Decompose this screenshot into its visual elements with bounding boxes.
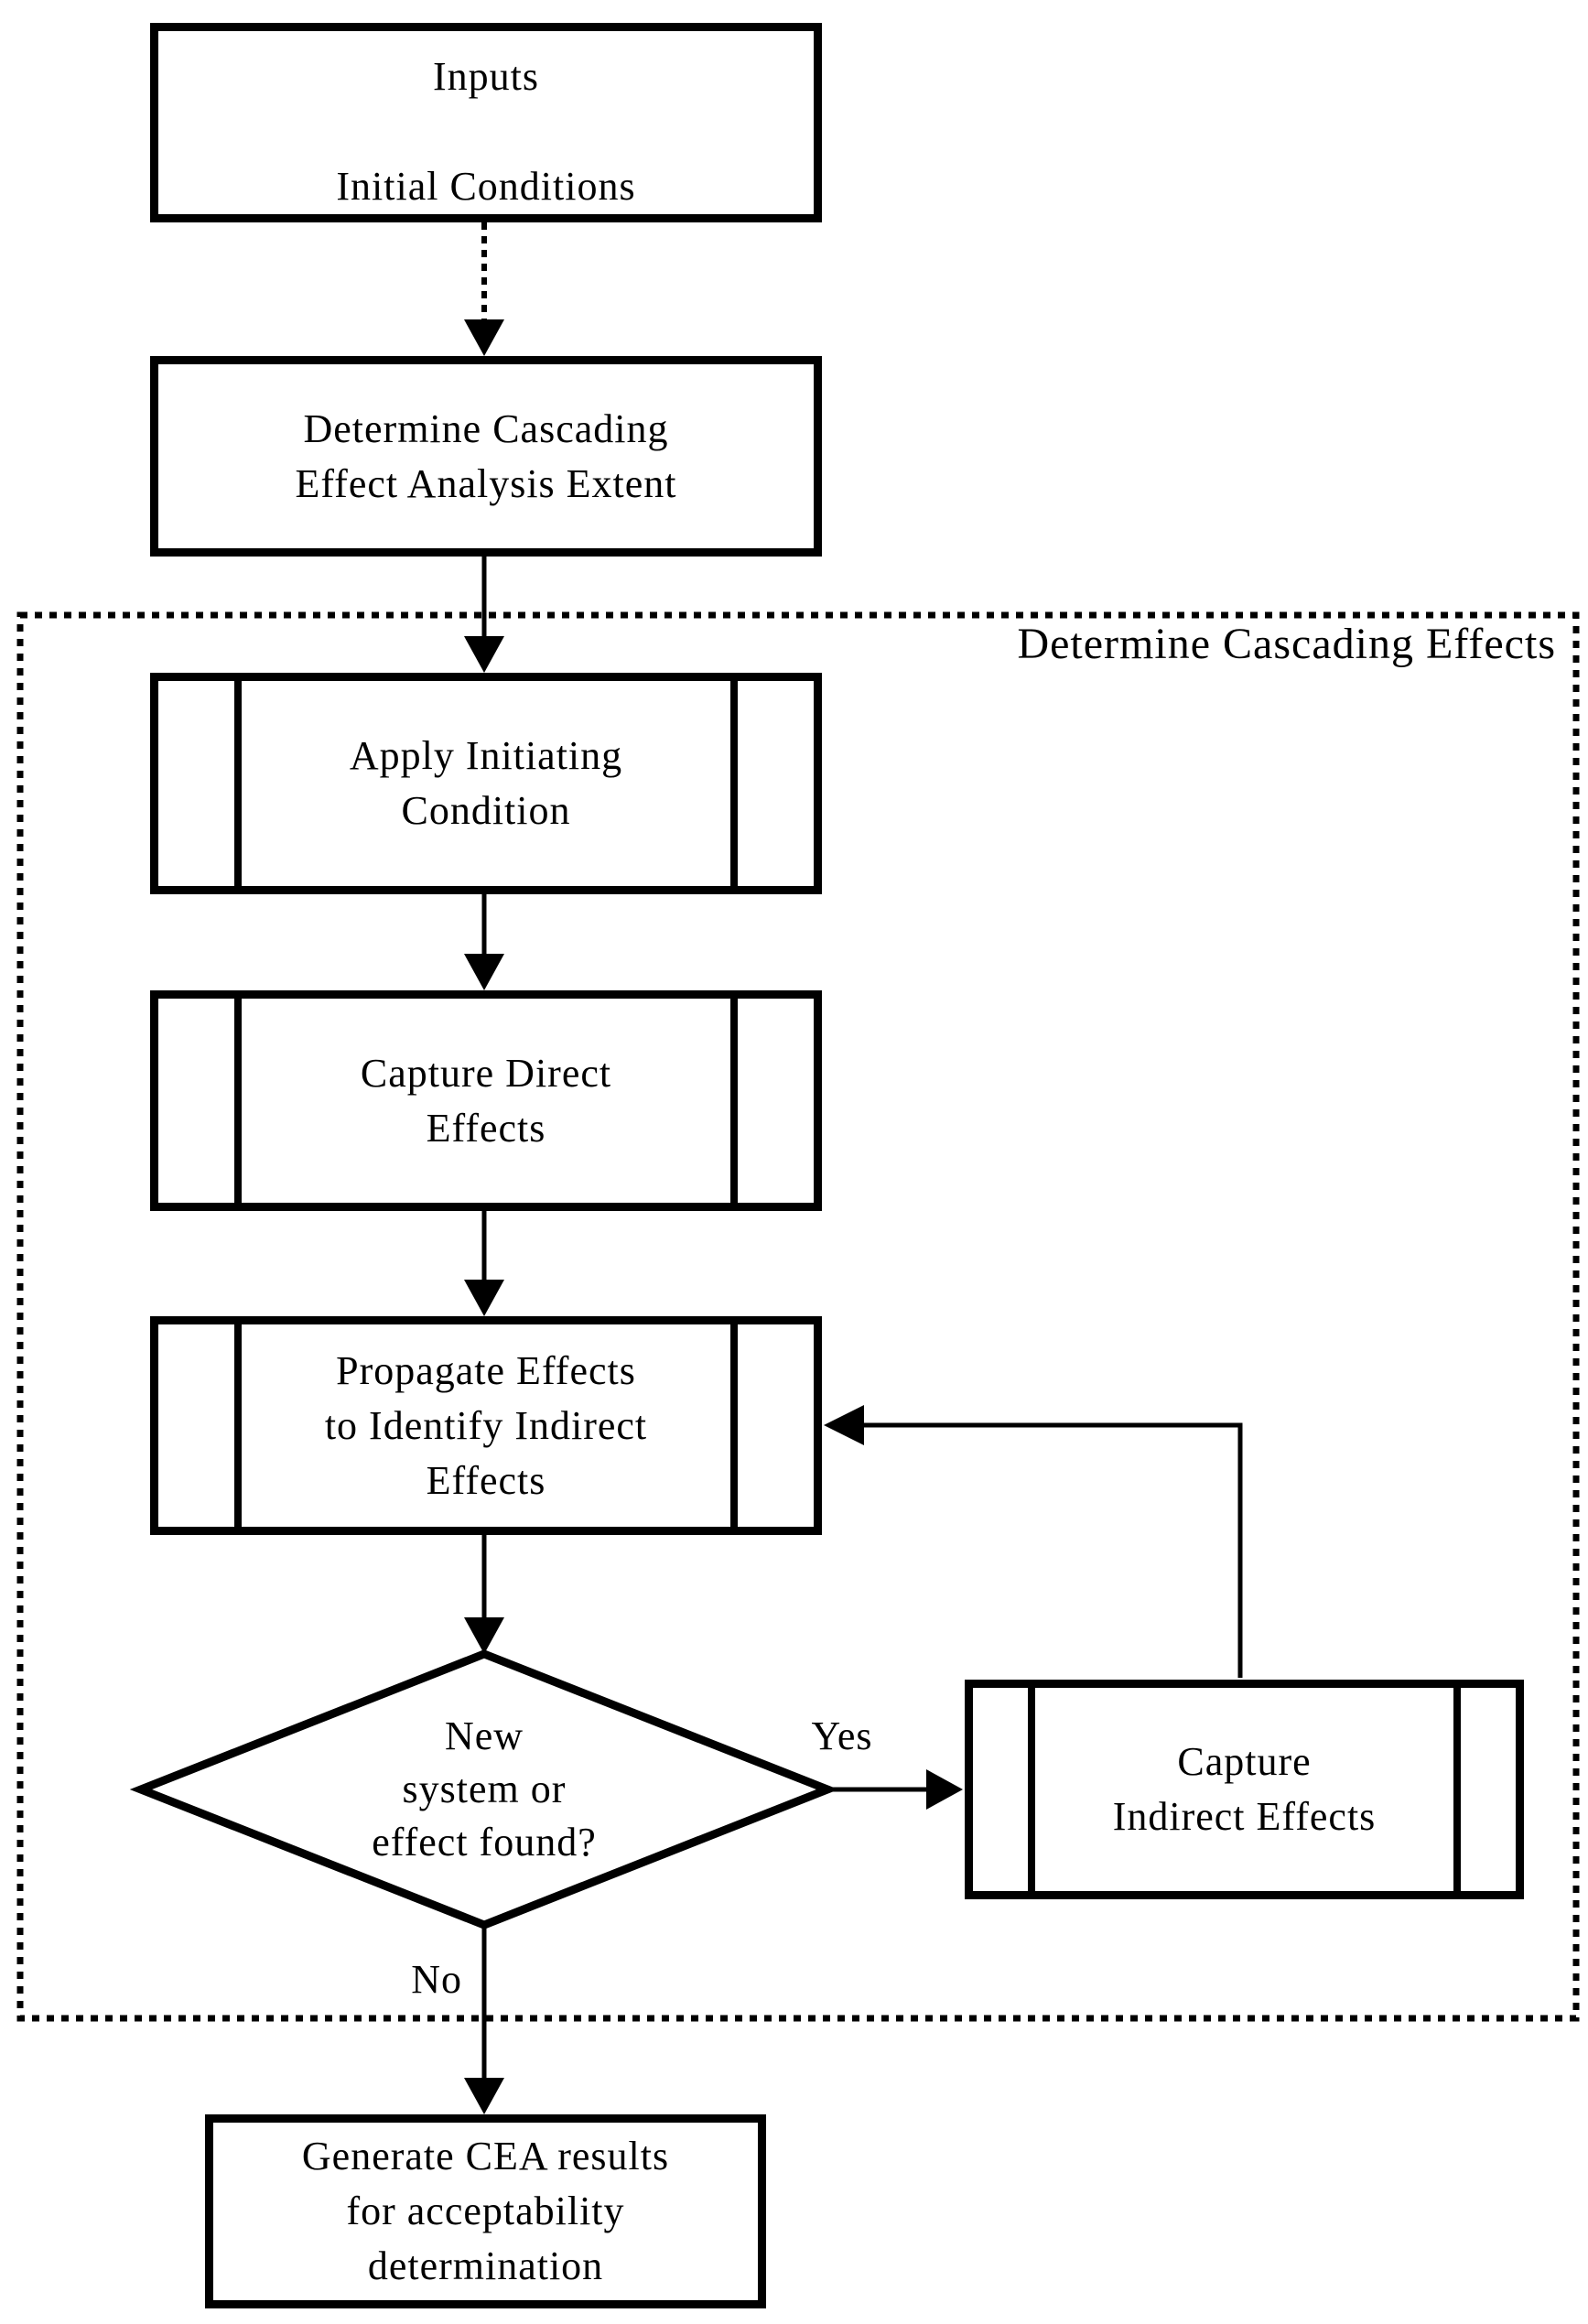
node-propagate-effects-text: Propagate Effects to Identify Indirect E…	[324, 1347, 648, 1503]
node-determine-extent: Determine Cascading Effect Analysis Exte…	[150, 356, 822, 557]
node-generate-cea-text: Generate CEA results for acceptability d…	[301, 2134, 670, 2288]
node-capture-direct-text: Capture Direct Effects	[360, 1050, 612, 1151]
predefined-process-left-bar	[234, 999, 242, 1203]
predefined-process-right-bar	[730, 681, 738, 886]
label-no: No	[411, 1957, 462, 2002]
node-determine-extent-text: Determine Cascading Effect Analysis Exte…	[295, 405, 677, 506]
node-capture-direct-effects: Capture Direct Effects	[150, 990, 822, 1211]
determine-cascading-effects-group-border	[16, 611, 1580, 2022]
node-capture-indirect-text: Capture Indirect Effects	[1112, 1739, 1377, 1839]
loop-capture-indirect-to-propagate-head	[824, 1405, 864, 1445]
arrow-no-to-generate-head	[464, 2078, 504, 2114]
predefined-process-right-bar	[730, 1324, 738, 1527]
node-inputs-text: Inputs Initial Conditions	[336, 54, 636, 209]
label-yes: Yes	[811, 1713, 873, 1758]
predefined-process-right-bar	[1453, 1688, 1461, 1891]
predefined-process-right-bar	[730, 999, 738, 1203]
node-apply-initiating-condition: Apply Initiating Condition	[150, 673, 822, 894]
decision-diamond-text: New system or effect found?	[372, 1713, 597, 1865]
predefined-process-left-bar	[1028, 1688, 1035, 1891]
arrow-yes-to-capture-indirect-head	[926, 1769, 963, 1810]
arrow-extent-to-apply-head	[464, 636, 504, 673]
predefined-process-left-bar	[234, 681, 242, 886]
group-label-determine-cascading-effects: Determine Cascading Effects	[1017, 620, 1556, 668]
predefined-process-left-bar	[234, 1324, 242, 1527]
node-propagate-effects: Propagate Effects to Identify Indirect E…	[150, 1316, 822, 1535]
node-capture-indirect-effects: Capture Indirect Effects	[965, 1680, 1524, 1899]
node-apply-initiating-text: Apply Initiating Condition	[349, 733, 623, 833]
node-generate-cea-results: Generate CEA results for acceptability d…	[205, 2114, 766, 2308]
loop-capture-indirect-to-propagate-line	[860, 1422, 1243, 1678]
decision-diamond-shape	[129, 1649, 839, 1929]
arrow-propagate-to-decision-head	[464, 1617, 504, 1654]
arrow-capture-direct-to-propagate-head	[464, 1280, 504, 1316]
arrow-inputs-to-extent-head	[464, 319, 504, 356]
node-inputs-initial-conditions: Inputs Initial Conditions	[150, 23, 822, 222]
arrow-apply-to-capture-direct-head	[464, 954, 504, 990]
